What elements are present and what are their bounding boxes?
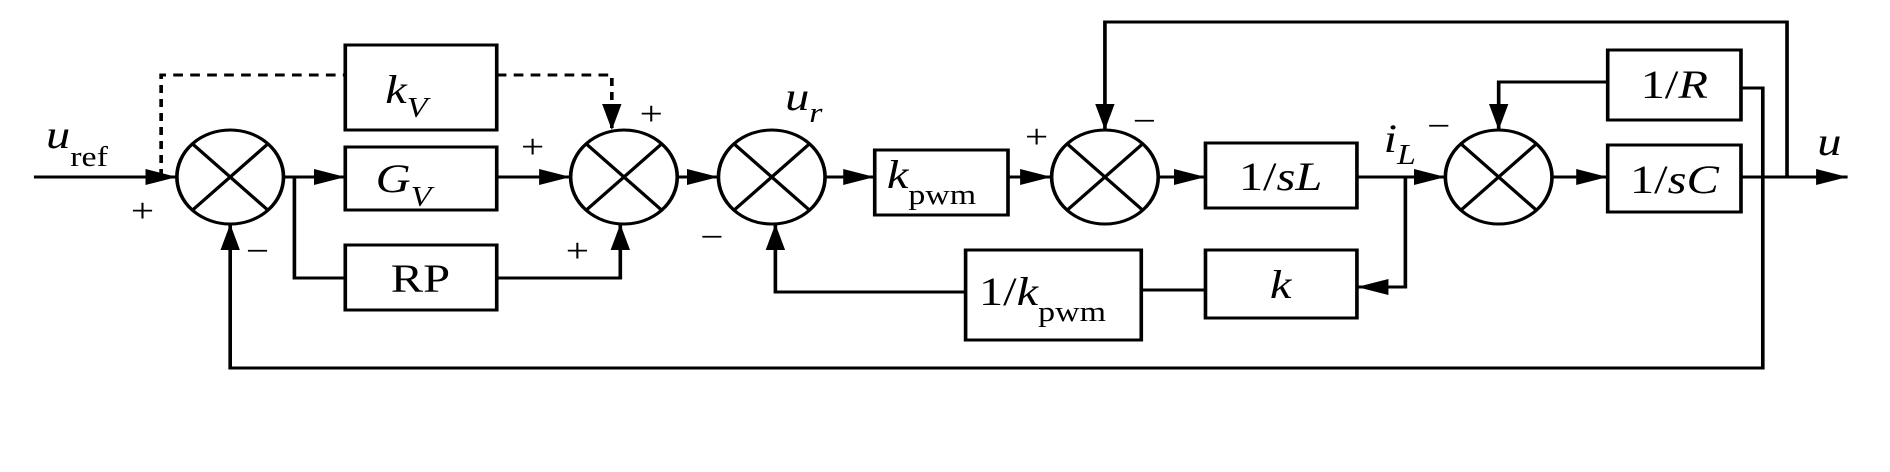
label-il: iL — [1384, 116, 1416, 170]
label-u: u — [1817, 119, 1841, 164]
block-gv: GV — [343, 145, 499, 212]
svg-text:1/kpwm: 1/kpwm — [979, 269, 1106, 327]
svg-text:1/sL: 1/sL — [1239, 154, 1323, 199]
svg-text:−: − — [246, 232, 269, 270]
svg-text:kpwm: kpwm — [887, 152, 976, 210]
block-1-over-R: 1/R — [1605, 48, 1743, 122]
svg-text:−: − — [1427, 107, 1450, 145]
summing-junction-1 — [175, 128, 286, 226]
svg-text:+: + — [131, 192, 154, 230]
svg-text:+: + — [640, 95, 663, 133]
block-1-over-kpwm: 1/kpwm — [963, 248, 1144, 342]
block-kpwm: kpwm — [872, 148, 1010, 217]
summing-junction-4 — [1049, 128, 1161, 226]
signal-lines — [33, 20, 1848, 370]
svg-text:+: + — [521, 128, 544, 166]
svg-text:+: + — [566, 232, 589, 270]
svg-text:RP: RP — [391, 256, 450, 301]
svg-text:−: − — [1133, 102, 1156, 140]
svg-text:−: − — [700, 218, 723, 256]
svg-text:1/sC: 1/sC — [1630, 157, 1720, 202]
block-rp: RP — [343, 243, 499, 312]
block-k: k — [1203, 248, 1359, 320]
svg-text:kV: kV — [385, 67, 431, 123]
summing-junction-2 — [568, 128, 680, 226]
svg-text:1/R: 1/R — [1641, 62, 1708, 107]
sign-labels: + − + + + − + − − — [131, 95, 1451, 270]
label-uref: uref — [46, 112, 109, 172]
summing-junction-3 — [716, 128, 827, 226]
svg-text:GV: GV — [376, 156, 435, 212]
svg-text:k: k — [1270, 262, 1293, 307]
block-1-over-sC: 1/sC — [1605, 143, 1743, 214]
label-ur: ur — [785, 74, 823, 128]
summing-junction-5 — [1443, 128, 1554, 226]
block-kv: kV — [343, 43, 499, 132]
svg-text:+: + — [1025, 118, 1048, 156]
block-1-over-sL: 1/sL — [1203, 141, 1359, 210]
